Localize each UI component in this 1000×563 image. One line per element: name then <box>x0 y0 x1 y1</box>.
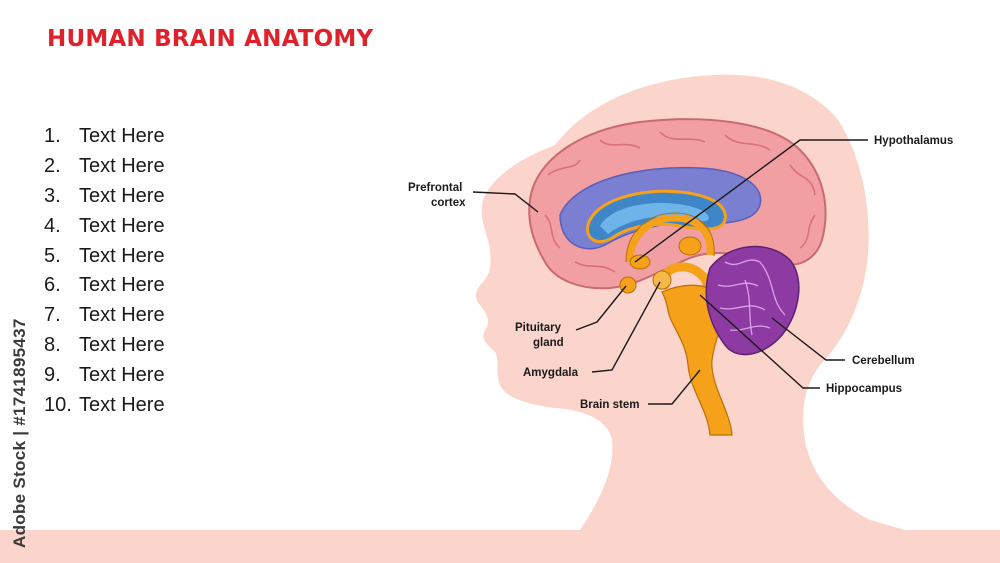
fornix <box>626 214 714 263</box>
list-item: 6. Text Here <box>44 271 165 301</box>
list-number: 7. <box>44 304 61 327</box>
list-item: 10. Text Here <box>44 390 165 420</box>
label-hypothalamus: Hypothalamus <box>874 135 953 147</box>
list-item: 7. Text Here <box>44 301 165 331</box>
list-item: 3. Text Here <box>44 182 165 212</box>
leader-brain-stem <box>648 369 701 405</box>
bottom-band <box>0 530 1000 563</box>
amygdala <box>652 270 672 290</box>
cortex-gyri <box>544 131 816 273</box>
leader-pituitary <box>575 285 627 331</box>
label-brain-stem: Brain stem <box>580 399 639 411</box>
thalamus <box>678 236 702 256</box>
list-number: 6. <box>44 274 61 297</box>
list-text: Text Here <box>79 363 165 386</box>
label-pituitary-line2: gland <box>533 337 564 349</box>
cerebellum-folia <box>717 259 786 336</box>
list-text: Text Here <box>79 393 165 416</box>
list-text: Text Here <box>79 214 165 237</box>
label-pituitary-line1: Pituitary <box>515 322 562 334</box>
list-text: Text Here <box>79 304 165 327</box>
list-item: 8. Text Here <box>44 331 165 361</box>
list-item: 5. Text Here <box>44 241 165 271</box>
list-item: 4. Text Here <box>44 211 165 241</box>
page-title: HUMAN BRAIN ANATOMY <box>47 26 374 52</box>
list-number: 8. <box>44 333 61 356</box>
list-text: Text Here <box>79 125 165 148</box>
cerebellum <box>705 245 800 356</box>
leader-cerebellum <box>771 317 845 361</box>
leader-hypothalamus <box>634 139 868 263</box>
list-text: Text Here <box>79 274 165 297</box>
label-cerebellum: Cerebellum <box>852 355 915 367</box>
fornix-outline <box>625 212 715 263</box>
label-prefrontal-line1: Prefrontal <box>408 182 462 194</box>
label-prefrontal-line2: cortex <box>431 197 466 209</box>
numbered-list: 1. Text Here 2. Text Here 3. Text Here 4. Te… <box>44 122 165 420</box>
leader-prefrontal <box>472 191 539 213</box>
list-text: Text Here <box>79 155 165 178</box>
leader-hippocampus <box>699 294 820 389</box>
list-number: 5. <box>44 244 61 267</box>
list-text: Text Here <box>79 333 165 356</box>
list-number: 2. <box>44 155 61 178</box>
label-hippocampus: Hippocampus <box>826 383 902 395</box>
list-number: 3. <box>44 184 61 207</box>
leader-amygdala <box>591 281 661 373</box>
stock-watermark: Adobe Stock | #1741895437 <box>10 318 29 548</box>
list-number: 4. <box>44 214 61 237</box>
label-amygdala: Amygdala <box>523 367 579 379</box>
list-text: Text Here <box>79 244 165 267</box>
corpus-inner <box>600 202 709 234</box>
list-number: 1. <box>44 125 61 148</box>
hypothalamus <box>629 254 651 270</box>
list-text: Text Here <box>79 184 165 207</box>
list-number: 9. <box>44 363 61 386</box>
list-item: 1. Text Here <box>44 122 165 152</box>
list-item: 2. Text Here <box>44 152 165 182</box>
list-item: 9. Text Here <box>44 360 165 390</box>
list-number: 10. <box>44 393 72 416</box>
